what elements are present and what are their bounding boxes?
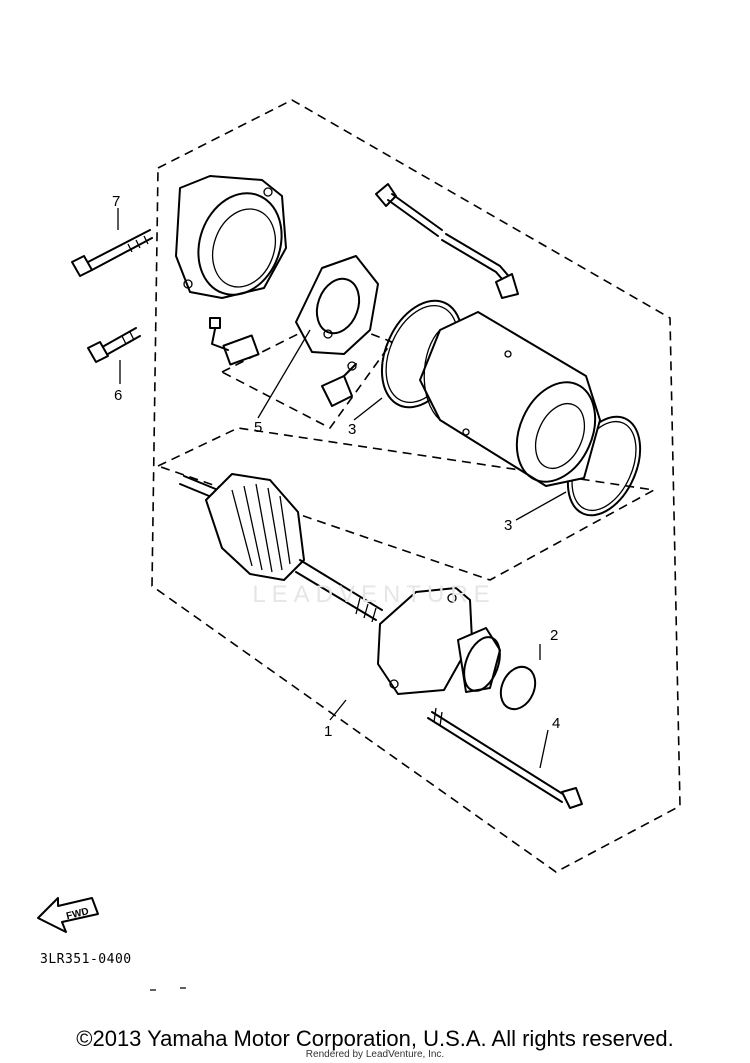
part-code: 3LR351-0400 — [40, 952, 132, 967]
armature — [179, 473, 383, 623]
rendered-by-text: Rendered by LeadVenture, Inc. — [305, 1049, 445, 1060]
assembly-outline — [151, 99, 681, 873]
brush-plate — [295, 255, 379, 371]
front-cover — [377, 587, 501, 695]
brush-holder — [321, 363, 357, 407]
watermark-text: LEADVENTURE — [252, 581, 495, 608]
callout-7: 7 — [112, 193, 120, 210]
callout-6: 6 — [114, 387, 122, 404]
bolt-7 — [71, 229, 153, 277]
end-cover — [175, 175, 287, 299]
callout-3-upper: 3 — [348, 421, 356, 438]
o-ring-2 — [499, 665, 537, 711]
copyright-text: ©2013 Yamaha Motor Corporation, U.S.A. A… — [76, 1026, 674, 1051]
armature-group-outline — [155, 427, 657, 581]
callout-4: 4 — [552, 715, 560, 732]
lead-wire — [375, 183, 519, 299]
brush-5 — [209, 317, 260, 366]
yoke-body — [419, 311, 601, 487]
through-bolt-4 — [427, 707, 583, 809]
callout-3-lower: 3 — [504, 517, 512, 534]
fwd-arrow-icon: FWD — [37, 897, 99, 933]
callout-2: 2 — [550, 627, 558, 644]
leader-lines — [117, 208, 567, 769]
callout-1: 1 — [324, 723, 332, 740]
bolt-6 — [87, 327, 141, 363]
callout-5: 5 — [254, 419, 262, 436]
svg-text:FWD: FWD — [65, 906, 90, 922]
